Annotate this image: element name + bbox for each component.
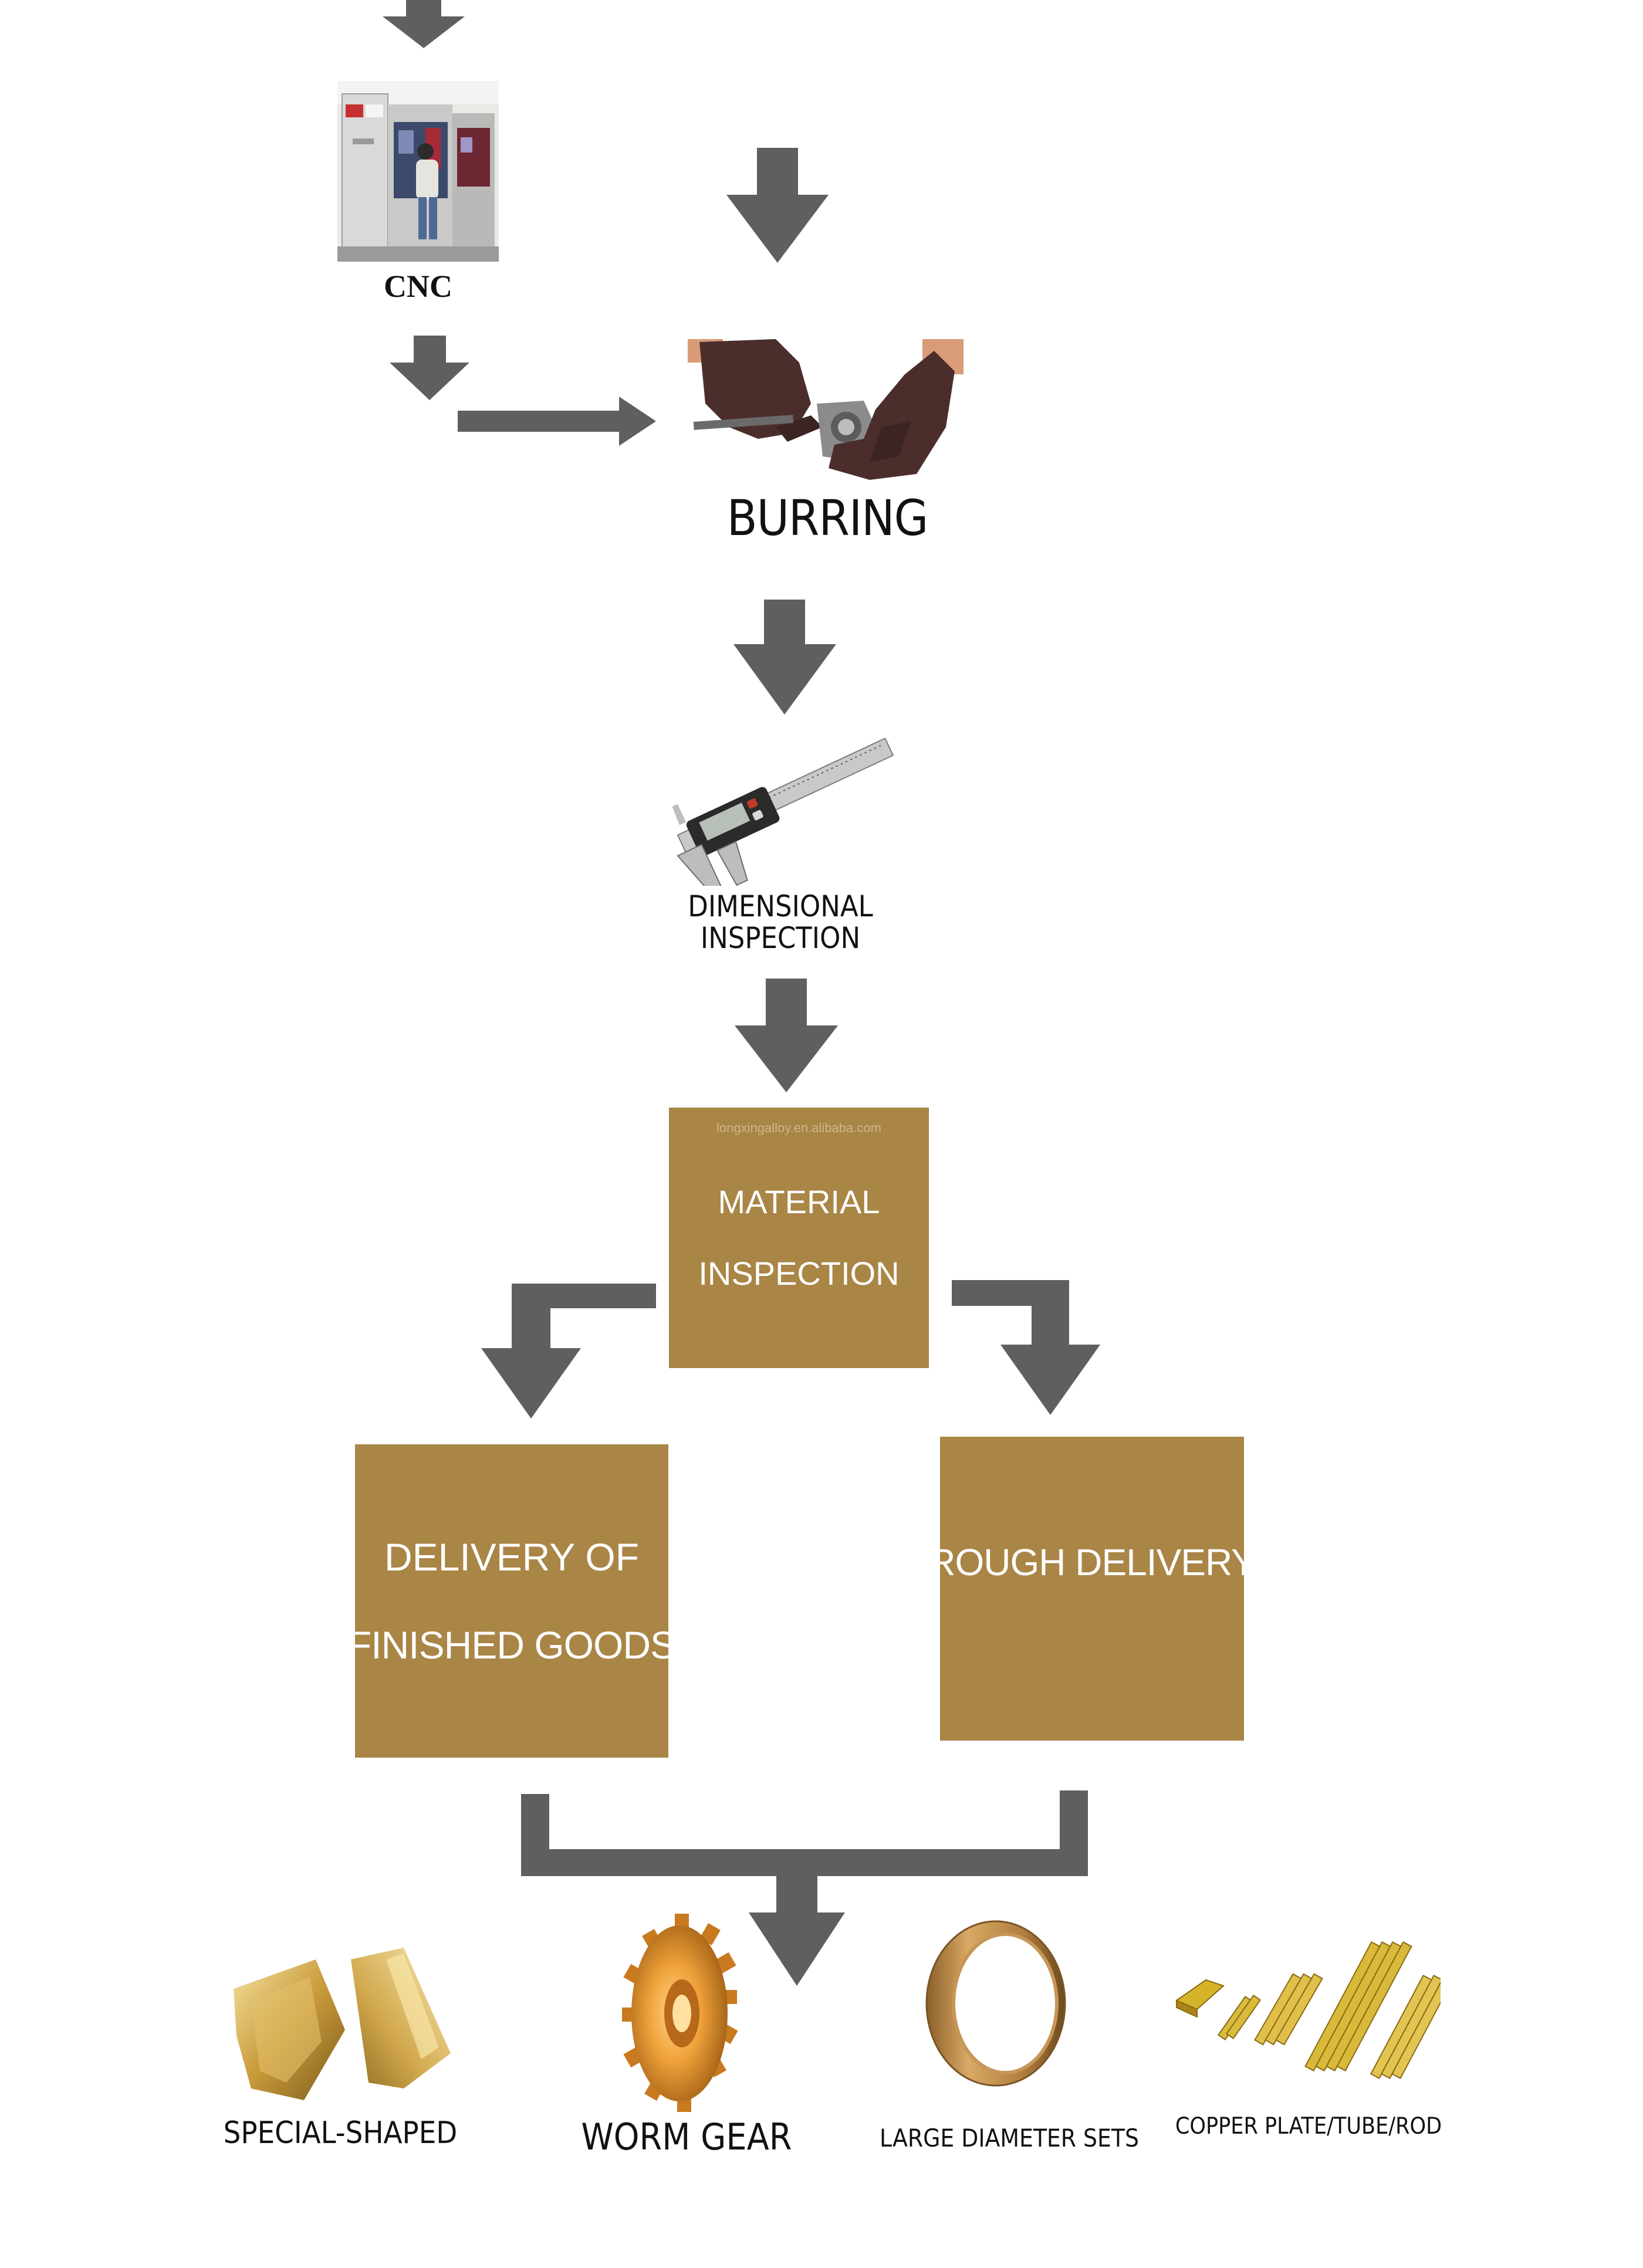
burring-image: [688, 339, 964, 486]
caliper-image: [650, 720, 906, 896]
arrow-deliveries-to-products: [521, 1790, 1088, 1986]
copper-rods-image: [1174, 1930, 1454, 2094]
large-diameter-ring-image: [924, 1918, 1068, 2088]
delivery-finished-line1: DELIVERY OF: [384, 1535, 640, 1579]
product-label-special-shaped: SPECIAL-SHAPED: [223, 2115, 458, 2151]
watermark-text: longxingalloy.en.alibaba.com: [716, 1121, 881, 1135]
burring-label: BURRING: [726, 489, 929, 547]
worm-gear-image: [621, 1914, 738, 2113]
material-inspection-line1: MATERIAL: [718, 1183, 880, 1220]
material-inspection-line2: INSPECTION: [698, 1255, 900, 1292]
material-inspection-box: longxingalloy.en.alibaba.com MATERIAL IN…: [669, 1108, 929, 1368]
arrow-top-into-cnc: [383, 0, 465, 48]
arrow-dimensional-to-material: [735, 979, 838, 1092]
cnc-label: CNC: [384, 269, 452, 304]
arrow-material-to-finished: [481, 1284, 656, 1419]
arrow-burring-to-dimensional: [733, 600, 836, 715]
rough-delivery-box: ROUGH DELIVERY: [928, 1437, 1256, 1741]
product-label-large-diameter-sets: LARGE DIAMETER SETS: [880, 2124, 1139, 2152]
special-shaped-image: [228, 1936, 457, 2112]
delivery-finished-box: DELIVERY OF FINISHED GOODS: [348, 1444, 676, 1758]
product-label-copper-plate-tube-rod: COPPER PLATE/TUBE/ROD: [1175, 2113, 1442, 2140]
arrow-material-to-rough: [952, 1280, 1100, 1415]
dimensional-inspection-line2: INSPECTION: [700, 921, 861, 955]
arrow-cnc-down: [390, 336, 469, 400]
delivery-finished-line2: FINISHED GOODS: [347, 1623, 676, 1667]
dimensional-inspection-line1: DIMENSIONAL: [688, 889, 873, 923]
arrow-down-to-burring: [726, 148, 829, 263]
dimensional-inspection-label: DIMENSIONAL INSPECTION: [634, 891, 927, 954]
rough-delivery-label: ROUGH DELIVERY: [928, 1541, 1256, 1583]
product-label-worm-gear: WORM GEAR: [581, 2115, 792, 2158]
arrow-cnc-to-burring: [458, 397, 656, 446]
cnc-machine-image: [337, 81, 499, 262]
